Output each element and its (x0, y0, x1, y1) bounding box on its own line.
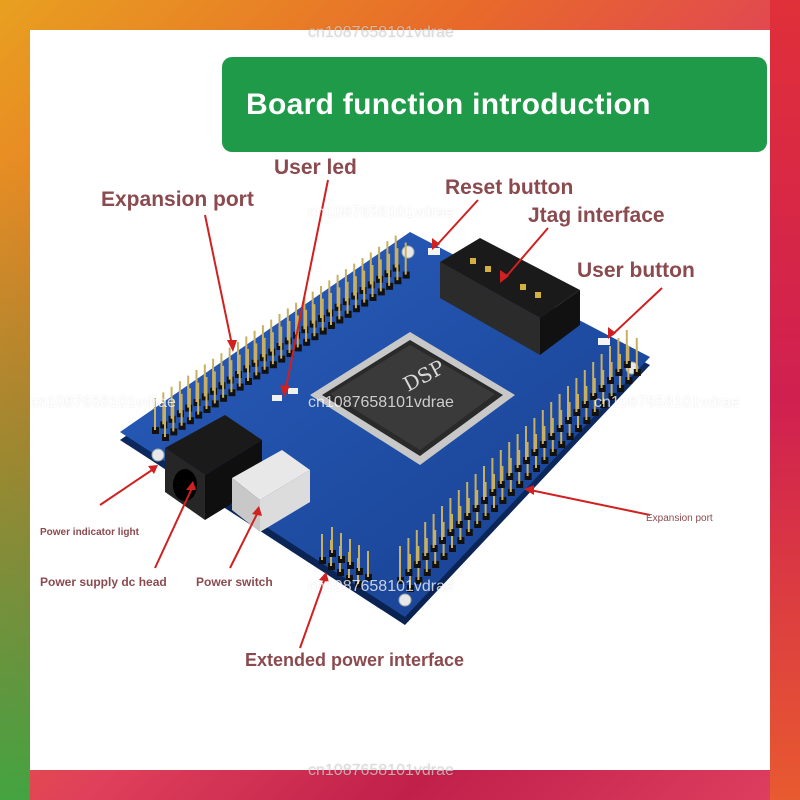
label-extended-power-interface: Extended power interface (245, 650, 465, 670)
watermark: cn1087658101vdrae (308, 578, 454, 595)
title-banner: Board function introduction (222, 57, 767, 152)
extended-power-header (319, 527, 372, 588)
label-power-supply-dc-head: Power supply dc head (40, 575, 167, 589)
label-jtag-interface: Jtag interface (528, 204, 665, 227)
watermark: cn1087658101vdrae (308, 394, 454, 411)
label-power-switch: Power switch (196, 575, 273, 589)
jtag-connector (440, 238, 580, 355)
label-reset-button: Reset button (445, 176, 574, 199)
label-user-button: User button (577, 259, 695, 282)
label-power-indicator-light: Power indicator light (40, 527, 139, 538)
user-led-component-2 (288, 388, 298, 394)
label-expansion-port-right: Expansion port (646, 513, 713, 524)
watermark: cn1087658101vdrae (308, 24, 454, 41)
page-title: Board function introduction (246, 87, 651, 121)
watermark: cn1087658101vdrae (594, 394, 740, 411)
power-switch (232, 450, 310, 532)
expansion-header-right (397, 330, 641, 592)
watermark: cn1087658101vdrae (30, 394, 176, 411)
callout-arrows (99, 179, 663, 649)
user-led-component (272, 395, 282, 401)
user-button-component (598, 338, 610, 345)
reset-button-component (428, 248, 440, 255)
label-expansion-port-top: Expansion port (101, 188, 254, 211)
label-user-led: User led (274, 156, 357, 179)
dsp-chip: DSP (310, 332, 515, 465)
watermark: cn1087658101vdrae (308, 762, 454, 779)
watermark: cn1087658101vdrae (308, 204, 454, 221)
expansion-header-left (152, 235, 410, 441)
